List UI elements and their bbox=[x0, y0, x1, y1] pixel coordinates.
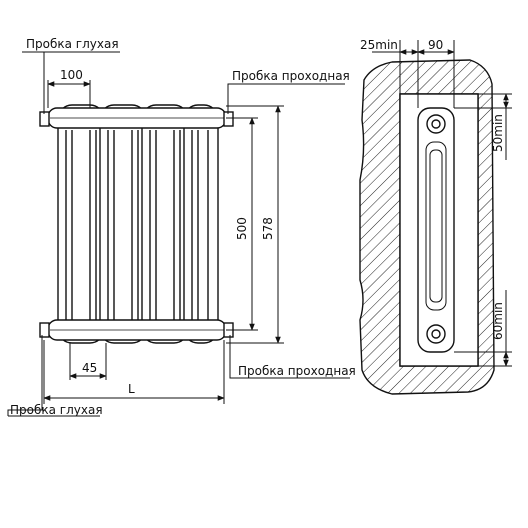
plug-through-top bbox=[223, 111, 234, 127]
dim-total-height bbox=[226, 105, 284, 344]
plug-blind-top bbox=[39, 111, 50, 127]
radiator-sections bbox=[47, 104, 227, 344]
dim-total-length-value: L bbox=[128, 382, 135, 396]
label-plug-through-top: Пробка проходная bbox=[232, 69, 350, 83]
dim-axis-distance-value: 500 bbox=[235, 217, 249, 240]
radiator-section bbox=[57, 104, 105, 344]
dim-depth bbox=[417, 40, 455, 108]
dim-top-clearance bbox=[454, 93, 512, 160]
side-view bbox=[359, 40, 512, 395]
label-plug-blind-bottom: Пробка глухая bbox=[10, 403, 103, 417]
dim-total-height-value: 578 bbox=[261, 217, 275, 240]
dim-section-width-value: 45 bbox=[82, 361, 97, 375]
label-plug-blind-top: Пробка глухая bbox=[26, 37, 119, 51]
dim-wall-gap-value: 25min bbox=[360, 38, 398, 52]
dim-axis-distance bbox=[226, 117, 258, 331]
radiator-section bbox=[99, 104, 147, 344]
dim-bottom-clearance bbox=[454, 290, 512, 367]
dim-top-clearance-value: 50min bbox=[491, 114, 505, 152]
dim-section-pitch-value: 100 bbox=[60, 68, 83, 82]
plug-blind-bottom bbox=[39, 322, 50, 338]
dim-depth-value: 90 bbox=[428, 38, 443, 52]
leader-lines bbox=[7, 51, 350, 417]
dim-total-length bbox=[43, 340, 225, 404]
dim-bottom-clearance-value: 60min bbox=[491, 302, 505, 340]
front-view bbox=[7, 51, 350, 417]
radiator-section bbox=[183, 104, 219, 344]
dim-section-width bbox=[69, 343, 107, 380]
radiator-section bbox=[141, 104, 189, 344]
radiator-side-profile bbox=[417, 107, 455, 353]
dim-section-pitch bbox=[47, 80, 91, 108]
label-plug-through-bottom: Пробка проходная bbox=[238, 364, 356, 378]
